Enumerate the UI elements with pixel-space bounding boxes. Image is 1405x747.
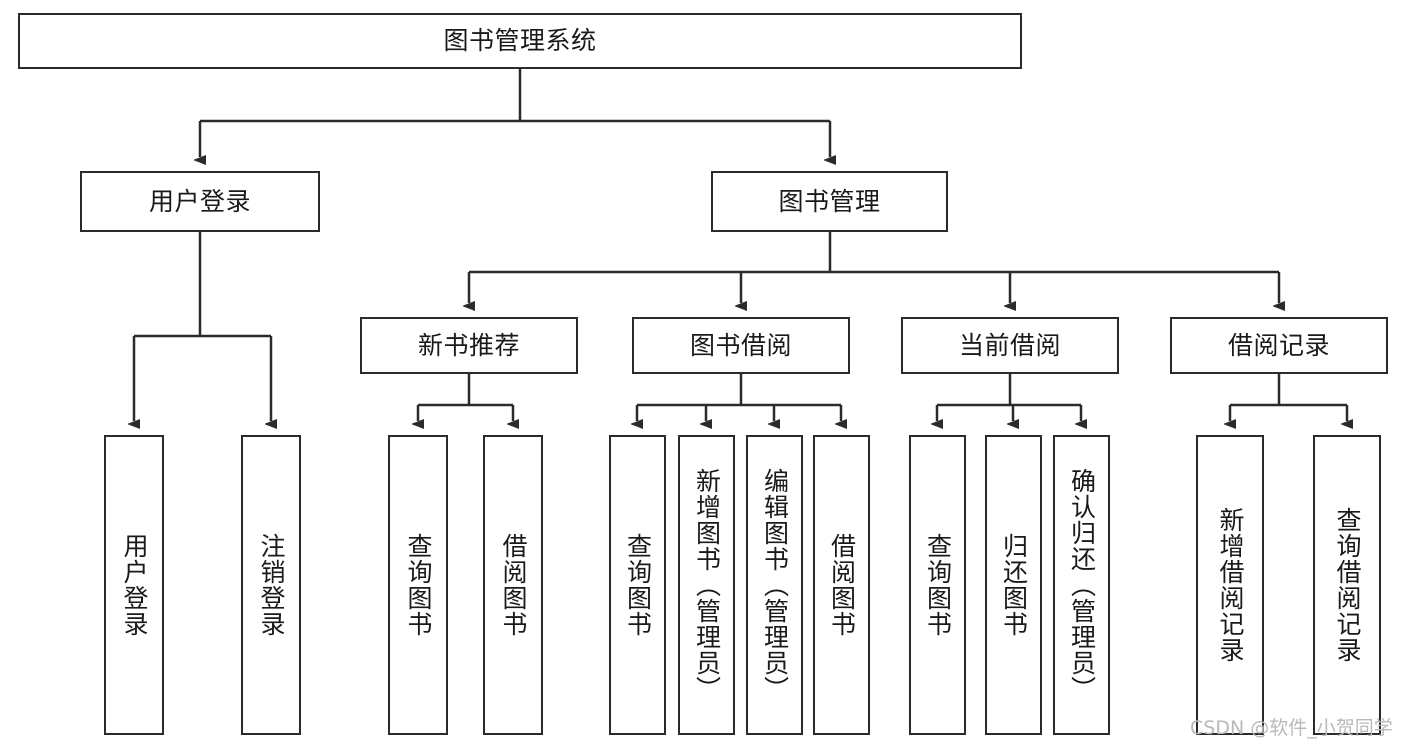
node-label: 借阅图书 <box>499 533 528 637</box>
node-label: 编辑图书（管理员） <box>760 468 790 702</box>
leaf-confirm-return-admin[interactable]: 确认归还（管理员） <box>1053 435 1110 735</box>
node-root-system[interactable]: 图书管理系统 <box>18 13 1022 69</box>
leaf-add-borrow-record[interactable]: 新增借阅记录 <box>1196 435 1264 735</box>
leaf-add-book-admin[interactable]: 新增图书（管理员） <box>678 435 735 735</box>
node-label: 新书推荐 <box>417 330 520 360</box>
node-label: 借阅图书 <box>827 533 857 637</box>
node-borrow-record[interactable]: 借阅记录 <box>1170 317 1388 374</box>
leaf-query-book-borrow[interactable]: 查询图书 <box>609 435 666 735</box>
leaf-user-login[interactable]: 用户登录 <box>104 435 164 735</box>
leaf-query-book-recommend[interactable]: 查询图书 <box>388 435 448 735</box>
node-label: 图书管理 <box>778 186 881 216</box>
node-book-manage[interactable]: 图书管理 <box>711 171 948 232</box>
node-label: 查询借阅记录 <box>1333 507 1362 663</box>
leaf-edit-book-admin[interactable]: 编辑图书（管理员） <box>746 435 803 735</box>
leaf-logout[interactable]: 注销登录 <box>241 435 301 735</box>
node-label: 图书借阅 <box>689 330 792 360</box>
node-label: 确认归还（管理员） <box>1067 468 1097 702</box>
node-label: 注销登录 <box>257 533 286 637</box>
leaf-borrow-book-recommend[interactable]: 借阅图书 <box>483 435 543 735</box>
node-label: 查询图书 <box>923 533 953 637</box>
node-new-book-recommend[interactable]: 新书推荐 <box>360 317 578 374</box>
node-current-borrow[interactable]: 当前借阅 <box>901 317 1119 374</box>
node-label: 用户登录 <box>120 533 149 637</box>
leaf-return-book[interactable]: 归还图书 <box>985 435 1042 735</box>
node-label: 查询图书 <box>404 533 433 637</box>
node-label: 用户登录 <box>148 186 251 216</box>
node-label: 归还图书 <box>999 533 1029 637</box>
leaf-query-book-current[interactable]: 查询图书 <box>909 435 966 735</box>
node-label: 新增借阅记录 <box>1216 507 1245 663</box>
node-label: 借阅记录 <box>1227 330 1330 360</box>
leaf-borrow-book[interactable]: 借阅图书 <box>813 435 870 735</box>
node-label: 查询图书 <box>623 533 653 637</box>
csdn-watermark: CSDN @软件_小贺同学 <box>1190 717 1393 739</box>
node-label: 当前借阅 <box>958 330 1061 360</box>
node-user-login[interactable]: 用户登录 <box>80 171 320 232</box>
node-book-borrow[interactable]: 图书借阅 <box>632 317 850 374</box>
node-label: 图书管理系统 <box>443 26 597 56</box>
node-label: 新增图书（管理员） <box>692 468 722 702</box>
leaf-query-borrow-record[interactable]: 查询借阅记录 <box>1313 435 1381 735</box>
